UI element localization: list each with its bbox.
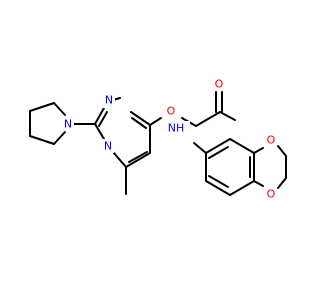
atom-n-pyrimidine-2: N bbox=[102, 139, 114, 153]
atom-label: O bbox=[267, 134, 276, 147]
bond bbox=[229, 138, 255, 154]
bond bbox=[130, 111, 151, 126]
bond bbox=[195, 111, 221, 127]
bond bbox=[29, 102, 55, 112]
atom-o-carbonyl: O bbox=[213, 77, 225, 91]
atom-o-dioxole-bottom: O bbox=[265, 187, 277, 201]
atom-label: O bbox=[215, 78, 224, 91]
atom-label: N bbox=[64, 118, 72, 131]
bond bbox=[98, 111, 108, 127]
atom-o-ether: O bbox=[165, 104, 177, 118]
bond bbox=[219, 111, 236, 121]
bond bbox=[112, 151, 127, 168]
bond bbox=[149, 117, 162, 126]
atom-label: O bbox=[267, 188, 276, 201]
bond bbox=[208, 146, 229, 159]
atom-label: N bbox=[104, 140, 112, 153]
atom-n-pyrrolidine: N bbox=[62, 116, 74, 131]
bond bbox=[208, 175, 229, 188]
structure-svg: N N N O O NH O O bbox=[29, 77, 287, 201]
atom-n-pyrimidine-1: N bbox=[103, 94, 115, 108]
bond bbox=[94, 107, 105, 125]
bond bbox=[29, 135, 55, 145]
bond bbox=[205, 180, 231, 196]
bond bbox=[277, 145, 287, 157]
atom-label: N bbox=[105, 94, 113, 107]
atom-nh-amide: NH bbox=[164, 121, 190, 135]
bond bbox=[205, 138, 231, 154]
bond bbox=[229, 180, 255, 196]
bond bbox=[131, 117, 147, 129]
bond bbox=[253, 180, 264, 187]
bond bbox=[253, 147, 264, 154]
atom-label: O bbox=[167, 105, 176, 118]
molecule-diagram: N N N O O NH O O bbox=[29, 77, 287, 201]
atom-label: NH bbox=[168, 122, 185, 135]
bond bbox=[128, 151, 148, 163]
bond bbox=[193, 142, 207, 154]
bonds bbox=[29, 91, 287, 196]
atom-o-dioxole-top: O bbox=[265, 133, 277, 147]
bond bbox=[94, 123, 105, 140]
bond bbox=[53, 102, 66, 116]
bond bbox=[53, 131, 66, 145]
bond bbox=[277, 177, 287, 189]
bond bbox=[125, 152, 151, 168]
